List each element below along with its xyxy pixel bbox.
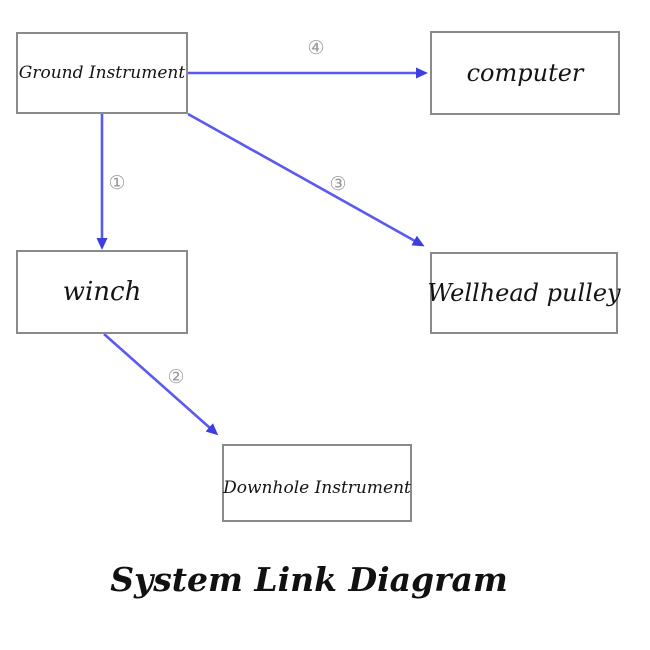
node-label-computer: computer — [466, 59, 584, 87]
node-wellhead-pulley: Wellhead pulley — [427, 252, 621, 334]
edge-label-3-circled: ③ — [329, 173, 347, 195]
node-label-winch: winch — [62, 277, 142, 307]
edge-label-4-circled: ④ — [307, 37, 325, 59]
arrow-ground-to-wellhead — [187, 112, 425, 247]
node-label-ground-instrument: Ground Instrument — [18, 63, 186, 83]
node-label-downhole-instrument: Downhole Instrument — [223, 478, 411, 498]
node-computer: computer — [430, 31, 620, 115]
node-downhole-instrument: Downhole Instrument — [222, 444, 412, 522]
node-label-wellhead-pulley: Wellhead pulley — [427, 279, 621, 307]
arrow-winch-to-downhole — [103, 333, 219, 436]
edge-label-1-circled: ① — [108, 172, 126, 194]
node-ground-instrument: Ground Instrument — [16, 32, 188, 114]
node-winch: winch — [16, 250, 188, 334]
edge-label-2-circled: ② — [167, 366, 185, 388]
diagram-title: System Link Diagram — [110, 560, 508, 599]
